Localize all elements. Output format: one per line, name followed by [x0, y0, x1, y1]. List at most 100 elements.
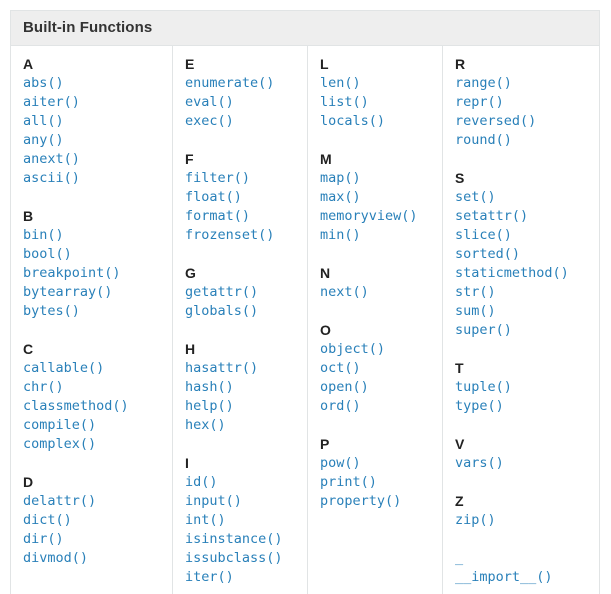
function-link[interactable]: isinstance(): [185, 531, 283, 547]
function-link[interactable]: abs(): [23, 75, 64, 91]
function-link[interactable]: chr(): [23, 379, 64, 395]
function-link[interactable]: input(): [185, 493, 242, 509]
function-link[interactable]: staticmethod(): [455, 265, 569, 281]
function-link[interactable]: reversed(): [455, 113, 537, 129]
function-link[interactable]: complex(): [23, 436, 97, 452]
function-link[interactable]: super(): [455, 322, 512, 338]
function-link[interactable]: print(): [320, 474, 377, 490]
section-letter-heading: C: [23, 341, 34, 357]
function-link[interactable]: enumerate(): [185, 75, 275, 91]
function-link[interactable]: hex(): [185, 417, 226, 433]
function-link[interactable]: tuple(): [455, 379, 512, 395]
function-link[interactable]: format(): [185, 208, 251, 224]
function-link[interactable]: eval(): [185, 94, 234, 110]
function-link[interactable]: frozenset(): [185, 227, 275, 243]
function-link[interactable]: help(): [185, 398, 234, 414]
function-link[interactable]: set(): [455, 189, 496, 205]
function-link[interactable]: sum(): [455, 303, 496, 319]
function-link[interactable]: exec(): [185, 113, 234, 129]
section-letter-heading: L: [320, 56, 329, 72]
function-link[interactable]: min(): [320, 227, 361, 243]
function-link[interactable]: object(): [320, 341, 386, 357]
section-letter-heading: H: [185, 341, 196, 357]
function-link[interactable]: oct(): [320, 360, 361, 376]
function-link[interactable]: hasattr(): [185, 360, 259, 376]
function-link[interactable]: next(): [320, 284, 369, 300]
function-link[interactable]: globals(): [185, 303, 259, 319]
function-link[interactable]: ascii(): [23, 170, 80, 186]
function-link[interactable]: issubclass(): [185, 550, 283, 566]
function-link[interactable]: breakpoint(): [23, 265, 121, 281]
function-link[interactable]: map(): [320, 170, 361, 186]
section-letter-heading: V: [455, 436, 465, 452]
function-link[interactable]: id(): [185, 474, 218, 490]
function-link[interactable]: iter(): [185, 569, 234, 585]
function-link[interactable]: divmod(): [23, 550, 89, 566]
function-link[interactable]: bool(): [23, 246, 72, 262]
section-letter-heading: M: [320, 151, 332, 167]
function-link[interactable]: type(): [455, 398, 504, 414]
function-link[interactable]: repr(): [455, 94, 504, 110]
section-letter-heading: O: [320, 322, 331, 338]
function-link[interactable]: __import__(): [455, 569, 553, 585]
function-link[interactable]: filter(): [185, 170, 251, 186]
function-link[interactable]: dict(): [23, 512, 72, 528]
function-link[interactable]: getattr(): [185, 284, 259, 300]
function-link[interactable]: dir(): [23, 531, 64, 547]
function-link[interactable]: slice(): [455, 227, 512, 243]
function-link[interactable]: len(): [320, 75, 361, 91]
function-link[interactable]: max(): [320, 189, 361, 205]
function-link[interactable]: aiter(): [23, 94, 80, 110]
function-link[interactable]: sorted(): [455, 246, 521, 262]
function-link[interactable]: zip(): [455, 512, 496, 528]
function-link[interactable]: str(): [455, 284, 496, 300]
function-link[interactable]: all(): [23, 113, 64, 129]
function-link[interactable]: classmethod(): [23, 398, 129, 414]
function-link[interactable]: hash(): [185, 379, 234, 395]
function-link[interactable]: property(): [320, 493, 402, 509]
function-link[interactable]: open(): [320, 379, 369, 395]
function-link[interactable]: anext(): [23, 151, 80, 167]
function-link[interactable]: bytearray(): [23, 284, 113, 300]
function-link[interactable]: callable(): [23, 360, 105, 376]
section-letter-heading: A: [23, 56, 34, 72]
function-link[interactable]: compile(): [23, 417, 97, 433]
function-link[interactable]: locals(): [320, 113, 386, 129]
letter-section-_: ___import__(): [455, 549, 591, 587]
function-link[interactable]: ord(): [320, 398, 361, 414]
function-link[interactable]: float(): [185, 189, 242, 205]
function-link[interactable]: delattr(): [23, 493, 97, 509]
function-link[interactable]: pow(): [320, 455, 361, 471]
section-letter-heading: B: [23, 208, 34, 224]
function-link[interactable]: range(): [455, 75, 512, 91]
function-link[interactable]: list(): [320, 94, 369, 110]
section-letter-heading: N: [320, 265, 331, 281]
function-link[interactable]: memoryview(): [320, 208, 418, 224]
function-link[interactable]: bin(): [23, 227, 64, 243]
section-letter-heading: Z: [455, 493, 464, 509]
function-link[interactable]: int(): [185, 512, 226, 528]
function-link[interactable]: vars(): [455, 455, 504, 471]
function-link[interactable]: round(): [455, 132, 512, 148]
function-link[interactable]: any(): [23, 132, 64, 148]
function-link[interactable]: setattr(): [455, 208, 529, 224]
function-link[interactable]: bytes(): [23, 303, 80, 319]
